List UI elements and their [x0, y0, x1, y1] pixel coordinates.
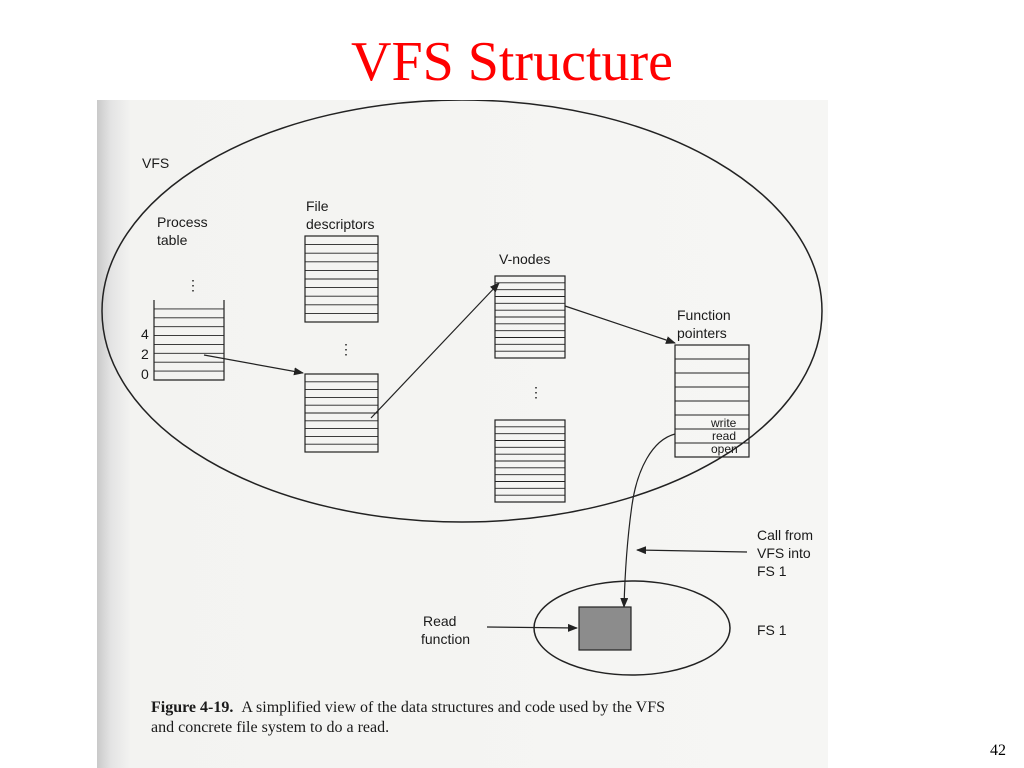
- vnodes-table-bottom: [494, 419, 566, 503]
- call-label-3: FS 1: [757, 563, 787, 579]
- function-pointers-label-1: Function: [677, 307, 731, 323]
- read-function-label-2: function: [421, 631, 470, 647]
- process-index-4: 4: [141, 326, 149, 342]
- process-table-ellipsis: ⋮: [186, 277, 200, 293]
- arrow-vnode-to-fp: [564, 305, 676, 344]
- file-descriptors-table-bottom: [304, 373, 379, 453]
- table-frame: [153, 300, 225, 381]
- read-function-box: [578, 606, 632, 651]
- process-table: [153, 300, 225, 381]
- arrow-fd-to-vnode: [370, 282, 500, 419]
- fp-entry-write: write: [710, 416, 737, 430]
- page-number: 42: [990, 742, 1006, 759]
- file-descriptors-table-top: [304, 235, 379, 323]
- vfs-diagram: VFS Process table ⋮ 4 2 0 File descripto…: [101, 100, 823, 736]
- vnodes-label: V-nodes: [499, 251, 550, 267]
- fp-entry-open: open: [711, 442, 738, 456]
- slide-title: VFS Structure: [351, 31, 673, 93]
- function-pointers-label-2: pointers: [677, 325, 727, 341]
- figure-caption-text-1: A simplified view of the data structures…: [241, 699, 665, 716]
- read-function-label-1: Read: [423, 613, 456, 629]
- fs1-ellipse: [533, 580, 731, 676]
- vnodes-ellipsis: ⋮: [529, 384, 543, 400]
- call-label-1: Call from: [757, 527, 813, 543]
- vfs-label: VFS: [142, 155, 169, 171]
- process-table-label-2: table: [157, 232, 188, 248]
- vfs-ellipse: [101, 100, 823, 523]
- function-pointers-table: [674, 344, 750, 458]
- arrow-process-to-fd: [203, 354, 304, 376]
- vnodes-table-top: [494, 275, 566, 359]
- scanned-figure: VFS Process table ⋮ 4 2 0 File descripto…: [97, 100, 828, 768]
- figure-caption-line-2: and concrete file system to do a read.: [151, 719, 389, 736]
- process-table-label-1: Process: [157, 214, 208, 230]
- figure-number: Figure 4-19.: [151, 699, 233, 716]
- file-descriptors-ellipsis: ⋮: [339, 341, 353, 357]
- fp-entry-read: read: [712, 429, 736, 443]
- file-descriptors-label-2: descriptors: [306, 216, 374, 232]
- arrow-call-label: [636, 546, 748, 555]
- call-label-2: VFS into: [757, 545, 811, 561]
- fs1-label: FS 1: [757, 622, 787, 638]
- arrow-read-to-fs: [620, 433, 676, 608]
- figure-caption-line-1: Figure 4-19. A simplified view of the dat…: [151, 699, 665, 716]
- file-descriptors-label-1: File: [306, 198, 329, 214]
- process-index-0: 0: [141, 366, 149, 382]
- arrow-read-function: [486, 623, 578, 632]
- process-index-2: 2: [141, 346, 149, 362]
